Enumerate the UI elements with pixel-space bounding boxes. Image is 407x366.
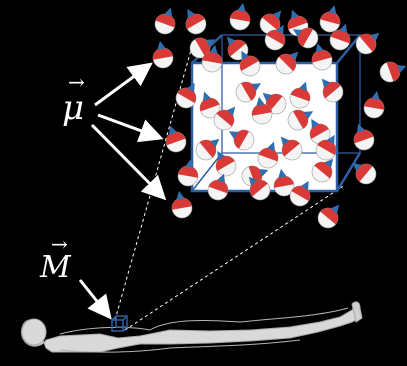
mu-vector-arrow: → (68, 70, 85, 94)
m-vector-arrow: → (51, 232, 68, 256)
spin-47 (314, 199, 346, 232)
spin-1 (152, 6, 180, 37)
spin-25 (362, 91, 386, 120)
human-body-silhouette (21, 302, 362, 352)
spin-18 (377, 57, 407, 85)
mu-symbol: μ (62, 88, 84, 128)
spin-13 (352, 26, 385, 58)
voxel-cube (112, 316, 127, 331)
m-label: → M (40, 250, 71, 285)
spin-3 (228, 3, 252, 32)
spin-36 (349, 122, 377, 153)
spin-42 (347, 156, 380, 188)
spin-30 (161, 124, 189, 155)
mu-label: → μ (62, 88, 84, 128)
mu-arrows (80, 66, 162, 315)
spin-46 (169, 191, 193, 220)
spin-7 (150, 41, 174, 70)
spin-2 (179, 5, 209, 38)
